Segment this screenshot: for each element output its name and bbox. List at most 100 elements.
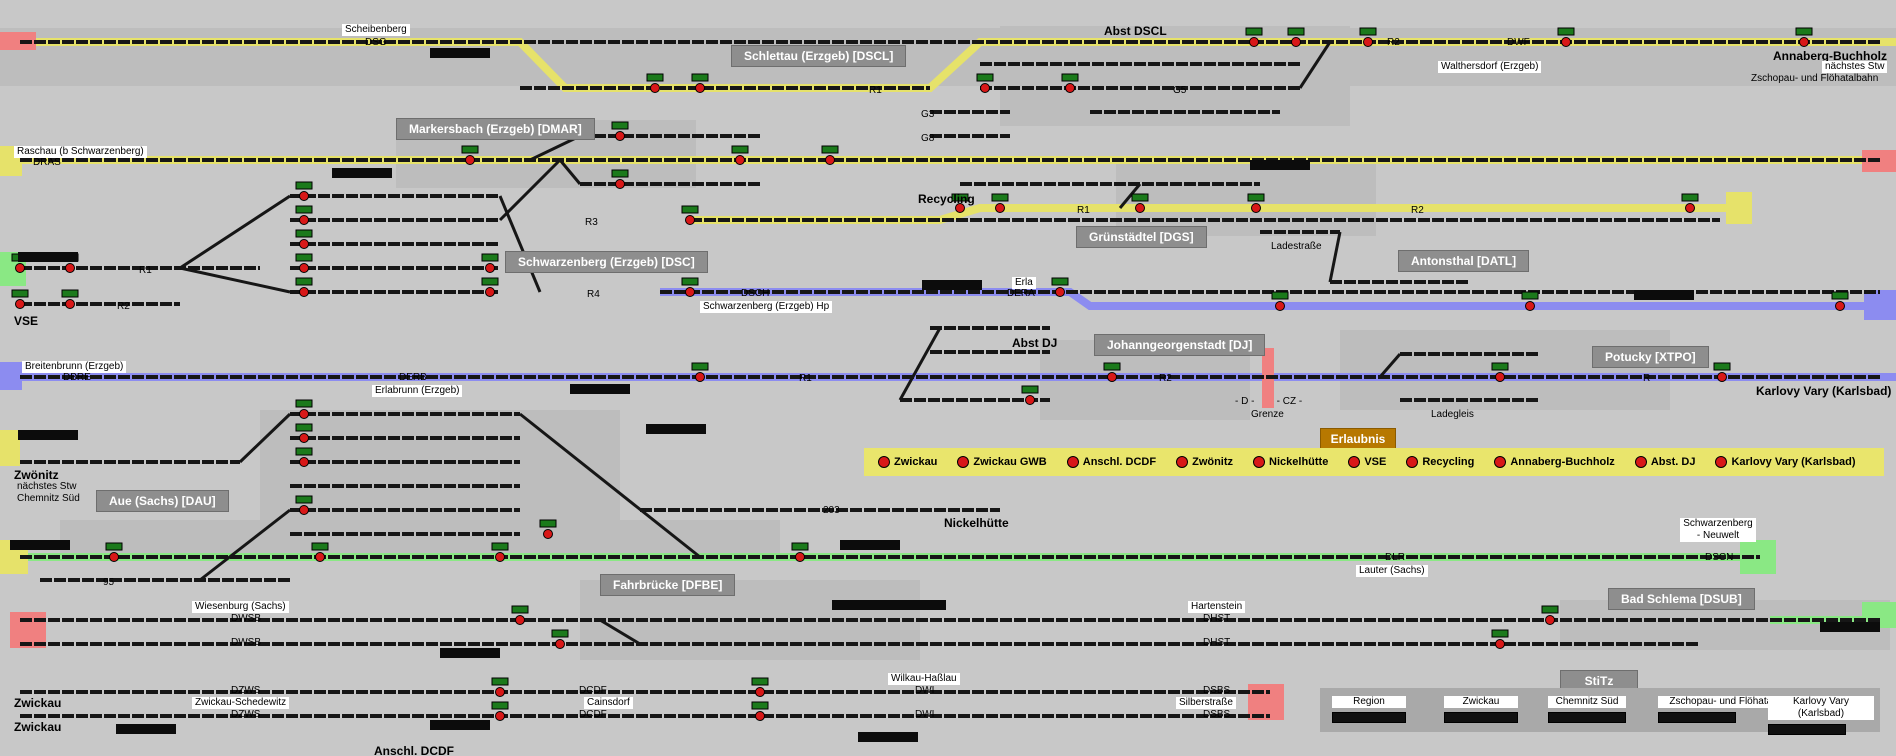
station-vse: VSE [14,314,39,328]
signal-lamp-icon-32 [1055,287,1065,297]
stitz-region[interactable]: Region [1332,696,1406,723]
area-gruenstaedtel[interactable]: Grünstädtel [DGS] [1076,226,1207,248]
axle-counter-box-15 [116,724,176,734]
erlaubnis-zwickau-gwb[interactable]: Zwickau GWB [957,456,1047,468]
switch-diagonal-9 [1378,353,1402,378]
signal-plate-34 [1521,291,1539,300]
stitz-karlovy[interactable]: Karlovy Vary (Karlsbad) [1768,696,1874,735]
signal-lamp-icon-50 [555,639,565,649]
axle-counter-box-9 [840,540,900,550]
stitz-label: Chemnitz Süd [1548,696,1626,708]
label-schwarzenberg-neuwelt: Schwarzenberg - Neuwelt [1680,518,1756,542]
axle-counter-box-17 [858,732,918,742]
axle-counter-box-2 [646,424,706,434]
erlaubnis-label: Zwickau [894,456,938,468]
area-aue[interactable]: Aue (Sachs) [DAU] [96,490,229,512]
signal-plate-38 [1491,362,1509,371]
signal-lamp-icon-25 [485,263,495,273]
signal-plate-57 [1021,385,1039,394]
signal-lamp-icon-57 [1025,395,1035,405]
stitz-label: Zwickau [1444,696,1518,708]
erlaubnis-recycling[interactable]: Recycling [1406,456,1474,468]
signal-plate-4 [1245,27,1263,36]
label-ladestrasse: Ladestraße [1271,241,1322,252]
signal-plate-29 [11,289,29,298]
signal-plate-11 [821,145,839,154]
signal-lamp-icon-1 [695,83,705,93]
signal-lamp-icon-11 [825,155,835,165]
area-johanngeorgenstadt[interactable]: Johanngeorgenstadt [DJ] [1094,334,1266,356]
signal-lamp-icon-40 [299,409,309,419]
signal-lamp-icon-12 [615,131,625,141]
signal-plate-24 [295,277,313,286]
axle-counter-box-0 [430,48,490,58]
signal-plate-54 [751,677,769,686]
signal-plate-22 [295,229,313,238]
signal-lamp-icon-33 [1275,301,1285,311]
area-schwarzenberg[interactable]: Schwarzenberg (Erzgeb) [DSC] [505,251,708,273]
label-walthersdorf: Walthersdorf (Erzgeb) [1438,61,1542,73]
label-ladegleis: Ladegleis [1431,409,1474,420]
signal-plate-9 [461,145,479,154]
permission-indicator-icon [1715,456,1728,468]
signal-plate-47 [491,542,509,551]
area-antonsthal[interactable]: Antonsthal [DATL] [1398,250,1530,272]
track-g8: G8 [921,133,935,144]
erlaubnis-abst-dj[interactable]: Abst. DJ [1634,456,1696,468]
signal-plate-32 [1051,277,1069,286]
stitz-chemnitz-sued[interactable]: Chemnitz Süd [1548,696,1626,723]
switch-diagonal-7 [1298,41,1332,89]
area-schlettau[interactable]: Schlettau (Erzgeb) [DSCL] [731,45,907,67]
switch-diagonal-6 [898,327,942,401]
station-area-3 [1116,160,1376,236]
erlaubnis-vse[interactable]: VSE [1348,456,1386,468]
signal-lamp-icon-45 [109,552,119,562]
area-badschlema[interactable]: Bad Schlema [DSUB] [1608,588,1755,610]
stitz-zwickau[interactable]: Zwickau [1444,696,1518,723]
track-g3: G3 [921,109,935,120]
area-fahrbruecke[interactable]: Fahrbrücke [DFBE] [600,574,736,596]
signal-lamp-icon-27 [15,263,25,273]
label-dsch: DSCH [741,288,770,299]
erlaubnis-nickelhuette[interactable]: Nickelhütte [1253,456,1328,468]
erlaubnis-label: VSE [1364,456,1387,468]
line-end-block-5 [0,362,22,390]
station-zwoenitz: Zwönitz [14,468,59,482]
axle-counter-box-13 [1820,622,1880,632]
erlaubnis-anschl-dcdf[interactable]: Anschl. DCDF [1066,456,1156,468]
erlaubnis-karlovy[interactable]: Karlovy Vary (Karlsbad) [1715,456,1856,468]
erlaubnis-title: Erlaubnis [1320,428,1396,451]
permission-indicator-icon [957,456,970,468]
track-r2-e: R2 [1411,205,1424,216]
signal-lamp-icon-7 [1561,37,1571,47]
signal-lamp-icon-47 [495,552,505,562]
signal-lamp-icon-9 [465,155,475,165]
permission-indicator-icon [1176,456,1189,468]
signal-lamp-icon-49 [515,615,525,625]
signal-plate-55 [491,701,509,710]
signal-lamp-icon-55 [495,711,505,721]
label-zschopau-1: Zschopau- und Flöhatalbahn [1751,73,1879,84]
signal-lamp-icon-26 [485,287,495,297]
signal-lamp-icon-23 [299,263,309,273]
signal-lamp-icon-2 [980,83,990,93]
signal-lamp-icon-15 [955,203,965,213]
erlaubnis-zwickau[interactable]: Zwickau [878,456,937,468]
signal-plate-0 [646,73,664,82]
signal-plate-40 [295,399,313,408]
erlaubnis-annaberg[interactable]: Annaberg-Buchholz [1494,456,1615,468]
track-r2-c: R2 [1159,373,1172,384]
erlaubnis-zwoenitz[interactable]: Zwönitz [1176,456,1233,468]
erlaubnis-label: Abst. DJ [1650,456,1696,468]
area-potucky[interactable]: Potucky [XTPO] [1592,346,1709,368]
label-border-d-cz: - D - - CZ - [1235,396,1303,407]
signal-plate-20 [295,181,313,190]
area-markersbach[interactable]: Markersbach (Erzgeb) [DMAR] [396,118,595,140]
signal-lamp-icon-46 [315,552,325,562]
label-dsg: DSG [365,37,387,48]
signal-lamp-icon-44 [543,529,553,539]
axle-counter-box-5 [1634,290,1694,300]
signal-lamp-icon-48 [795,552,805,562]
switch-diagonal-4 [529,134,581,162]
